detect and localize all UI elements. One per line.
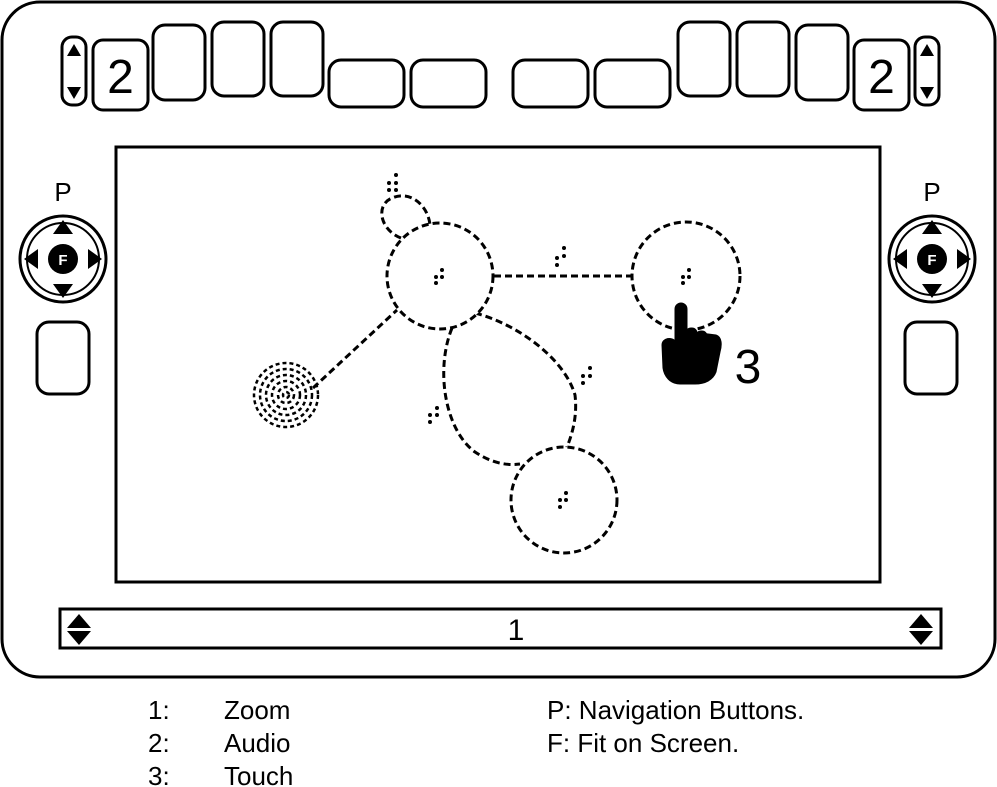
scroll-up-icon <box>67 44 81 56</box>
braille-label <box>558 491 568 509</box>
nav-right-icon[interactable] <box>957 249 971 269</box>
audio-key-left[interactable]: 2 <box>91 38 150 112</box>
top-key-right-5[interactable] <box>794 23 850 102</box>
legend-label: Audio <box>224 728 291 758</box>
side-key-left[interactable] <box>35 320 91 396</box>
legend-key: 2: <box>148 728 170 758</box>
braille-label <box>681 268 691 285</box>
fit-on-screen-button-right[interactable]: F <box>917 244 947 274</box>
nav-up-icon[interactable] <box>53 220 73 234</box>
nav-left-icon[interactable] <box>24 249 38 269</box>
legend: 1: Zoom 2: Audio 3: Touch P: Navigation … <box>148 695 804 787</box>
legend-key: 3: <box>148 761 170 787</box>
braille-label <box>428 406 439 424</box>
touch-callout: 3 <box>735 341 762 394</box>
braille-label <box>387 173 398 192</box>
scroll-up-icon <box>909 614 933 628</box>
audio-source-icon[interactable] <box>252 361 320 429</box>
scroll-up-icon <box>67 614 91 628</box>
zoom-bar[interactable]: 1 <box>58 607 943 650</box>
nav-down-icon[interactable] <box>53 284 73 298</box>
small-node-arc <box>380 194 432 240</box>
top-key-right-2[interactable] <box>593 58 672 109</box>
legend-key: 1: <box>148 695 170 725</box>
connector-line <box>311 308 399 390</box>
scroll-up-icon <box>920 44 934 56</box>
legend-label: Zoom <box>224 695 290 725</box>
braille-label <box>434 268 444 285</box>
nav-right-icon[interactable] <box>88 249 102 269</box>
tactile-display-surface[interactable]: 3 <box>114 145 882 584</box>
top-key-right-4[interactable] <box>735 20 791 98</box>
audio-key-right[interactable]: 2 <box>852 38 911 112</box>
nav-down-icon[interactable] <box>922 284 942 298</box>
braille-label <box>555 246 566 267</box>
scroll-down-icon <box>909 631 933 645</box>
connector-loop-right <box>474 311 578 453</box>
audio-callout-left: 2 <box>107 51 134 104</box>
legend-label: F: Fit on Screen. <box>547 728 739 758</box>
fit-on-screen-button-left[interactable]: F <box>48 244 78 274</box>
node-circle-right[interactable] <box>630 220 742 332</box>
audio-left-scroll-rocker[interactable] <box>60 35 88 107</box>
nav-pad-right[interactable]: F <box>887 214 977 304</box>
top-key-right-3[interactable] <box>676 20 732 98</box>
nav-pad-left[interactable]: F <box>18 214 108 304</box>
nav-up-icon[interactable] <box>922 220 942 234</box>
nav-pad-label-right: P <box>923 177 940 207</box>
legend-label: P: Navigation Buttons. <box>547 695 804 725</box>
audio-callout-right: 2 <box>868 51 895 104</box>
nav-pad-label-left: P <box>54 177 71 207</box>
connector-loop-left <box>442 327 521 466</box>
svg-text:F: F <box>927 252 936 269</box>
zoom-rocker-left[interactable] <box>67 614 91 645</box>
scroll-down-icon <box>920 87 934 99</box>
side-key-right[interactable] <box>903 320 959 396</box>
node-circle-center[interactable] <box>385 221 495 331</box>
nav-left-icon[interactable] <box>893 249 907 269</box>
braille-label <box>581 366 592 385</box>
zoom-rocker-right[interactable] <box>909 614 933 645</box>
top-key-left-1[interactable] <box>151 23 207 102</box>
top-key-right-1[interactable] <box>511 58 590 109</box>
scroll-down-icon <box>67 631 91 645</box>
top-key-left-4[interactable] <box>327 58 406 109</box>
touch-hand-icon <box>661 302 722 385</box>
top-key-left-3[interactable] <box>269 20 325 98</box>
top-key-left-2[interactable] <box>210 20 266 98</box>
audio-right-scroll-rocker[interactable] <box>913 35 941 107</box>
zoom-callout: 1 <box>508 614 525 647</box>
scroll-down-icon <box>67 87 81 99</box>
legend-label: Touch <box>224 761 293 787</box>
svg-text:F: F <box>58 252 67 269</box>
top-key-left-5[interactable] <box>409 58 488 109</box>
